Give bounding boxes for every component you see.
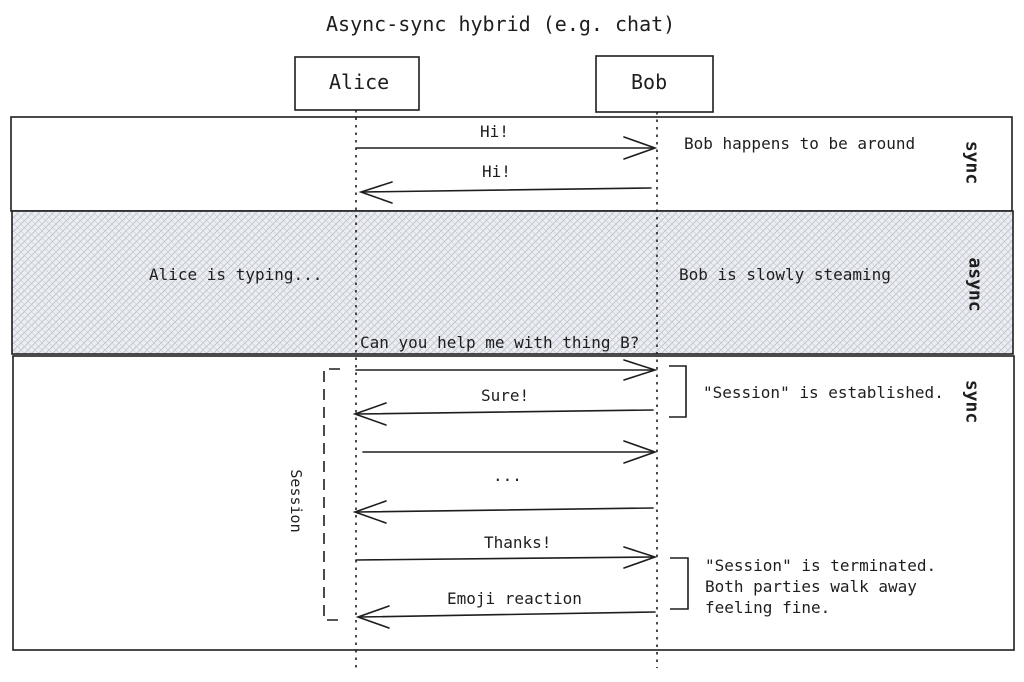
arrow-help-request	[355, 359, 658, 381]
arrow-reply	[352, 500, 654, 524]
note-session-terminated-line-3: feeling fine.	[705, 598, 831, 617]
actor-label-bob: Bob	[631, 70, 668, 94]
arrow-emoji-reaction	[355, 605, 656, 629]
note-bob-around: Bob happens to be around	[684, 134, 916, 153]
band-label-async: async	[964, 257, 986, 312]
note-session-terminated-line-1: "Session" is terminated.	[705, 556, 937, 575]
arrow-sure	[352, 402, 654, 426]
actor-box-alice	[294, 56, 420, 111]
message-emoji-reaction: Emoji reaction	[447, 589, 582, 608]
async-band	[11, 210, 1014, 355]
note-alice-typing: Alice is typing...	[149, 265, 323, 284]
diagram-title: Async-sync hybrid (e.g. chat)	[326, 12, 676, 36]
message-hi-1: Hi!	[480, 122, 509, 141]
message-hi-2: Hi!	[482, 162, 511, 181]
session-label: Session	[287, 469, 305, 533]
note-bob-steaming: Bob is slowly steaming	[679, 265, 891, 284]
message-ellipsis: ...	[493, 466, 522, 485]
sync-band-bottom	[12, 355, 1015, 651]
sync-band-top	[10, 116, 1013, 212]
band-label-sync-bottom: sync	[961, 379, 983, 424]
arrow-hi-bob-to-alice	[358, 181, 652, 204]
band-label-sync-top: sync	[961, 140, 983, 185]
note-session-established: "Session" is established.	[703, 383, 944, 402]
bracket-terminated	[670, 557, 689, 610]
message-help-request: Can you help me with thing B?	[360, 333, 640, 352]
actor-box-bob	[595, 55, 714, 113]
session-bracket	[323, 368, 345, 621]
actor-label-alice: Alice	[329, 70, 390, 94]
message-thanks: Thanks!	[484, 533, 552, 552]
message-sure: Sure!	[481, 386, 530, 405]
arrow-hi-alice-to-bob	[355, 136, 658, 160]
arrow-continue	[362, 440, 658, 464]
note-session-terminated-line-2: Both parties walk away	[705, 577, 917, 596]
bracket-established	[669, 365, 687, 418]
arrow-thanks	[355, 546, 658, 569]
